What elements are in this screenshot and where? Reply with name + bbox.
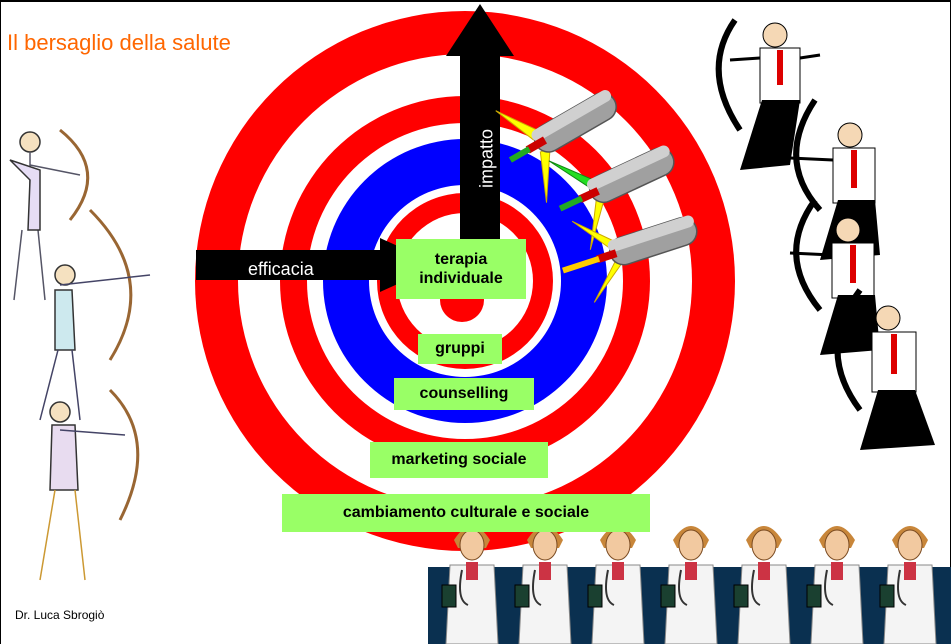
efficacy-label: efficacia	[248, 259, 314, 279]
top-border	[0, 0, 951, 2]
dart-1	[495, 90, 617, 203]
archer-right-4	[829, 288, 935, 450]
doctor-figure	[587, 526, 645, 644]
level-counselling: counselling	[394, 378, 534, 410]
doctor-figure	[806, 526, 864, 644]
archer-left-3	[39, 388, 140, 581]
archer-right-2	[789, 98, 880, 260]
level-cultural-social-change: cambiamento culturale e sociale	[282, 494, 650, 532]
level-individual-therapy: terapia individuale	[396, 239, 526, 299]
archer-right-3	[789, 198, 880, 355]
archer-left-2	[39, 208, 151, 421]
left-border	[0, 0, 1, 644]
archer-right-1	[715, 18, 821, 170]
doctor-figure	[514, 526, 572, 644]
archers-left-illustration	[9, 128, 151, 581]
page-title: Il bersaglio della salute	[7, 30, 231, 55]
doctor-figure	[660, 526, 718, 644]
dart-3	[562, 215, 698, 303]
footer-author: Dr. Luca Sbrogiò	[15, 608, 105, 622]
doctors-banner	[428, 526, 951, 644]
doctor-figures	[441, 526, 937, 644]
archer-left-1	[9, 128, 90, 301]
archers-right-illustration	[715, 18, 935, 450]
level-groups: gruppi	[418, 334, 502, 364]
doctor-figure	[879, 526, 937, 644]
doctor-figure	[733, 526, 791, 644]
impact-label: impatto	[476, 128, 497, 189]
impact-arrow	[446, 4, 514, 242]
level-social-marketing: marketing sociale	[370, 442, 548, 478]
dart-2	[548, 145, 675, 250]
